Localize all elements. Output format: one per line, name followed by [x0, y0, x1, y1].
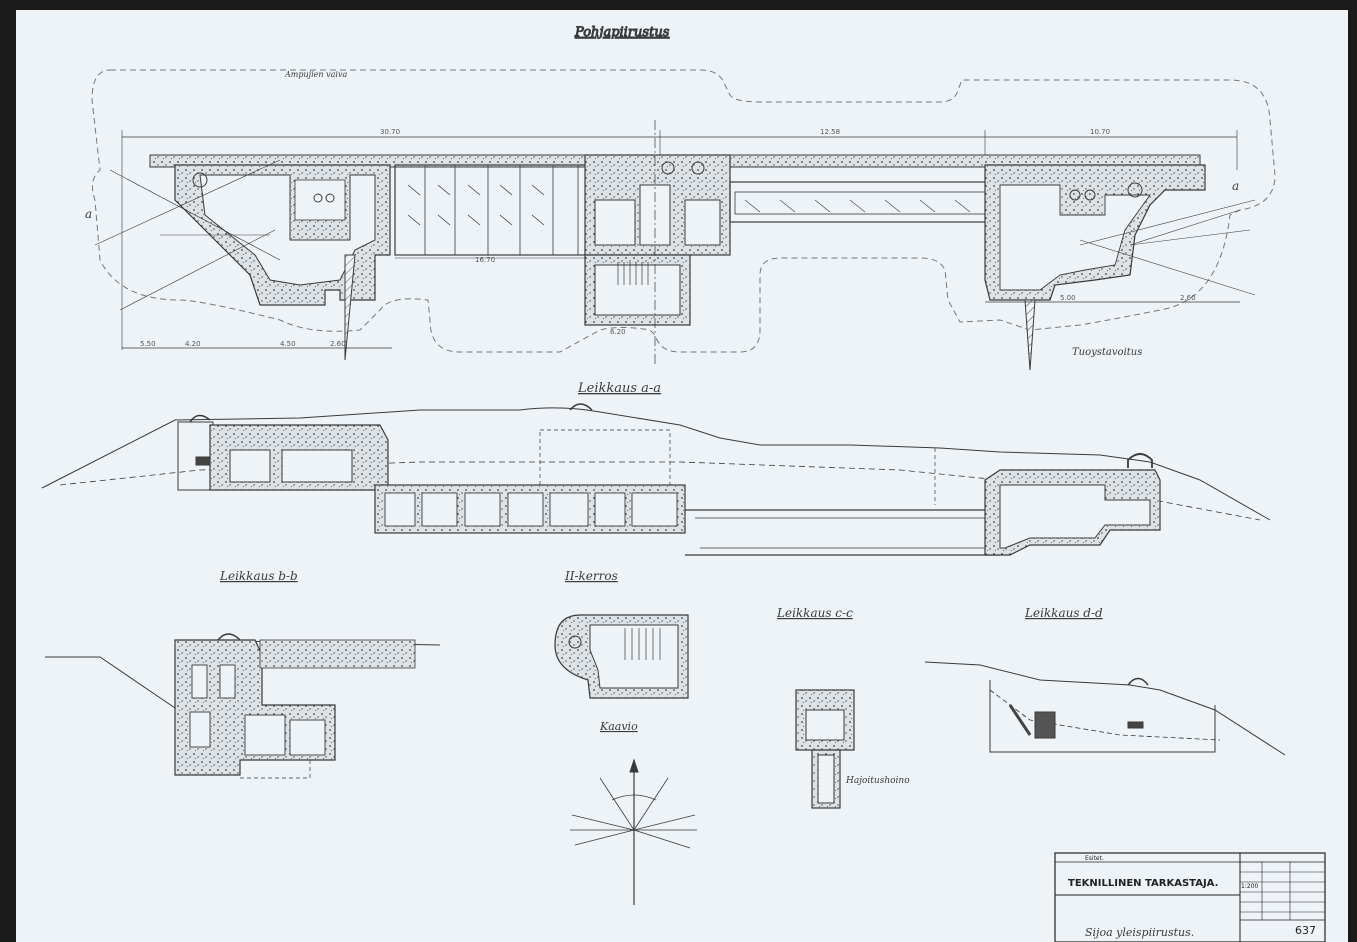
floor-ii: II-kerros	[554, 569, 689, 699]
title-block-scale: 1:200	[1241, 883, 1258, 890]
plan-firing-lines-right	[1079, 199, 1256, 296]
title-block-header: Esitet.	[1085, 855, 1104, 862]
title-block-number: 637	[1295, 924, 1316, 937]
section-aa-title: Leikkaus a-a	[577, 381, 661, 396]
dim-bottom-8: 16.70	[475, 256, 495, 264]
dim-bottom-1: 5.50	[140, 340, 156, 348]
dim-bottom-4: 2.60	[330, 340, 346, 348]
dim-bottom-7: 2.60	[1180, 294, 1196, 302]
earth-outline	[91, 69, 1276, 353]
title-block-description: Sijoa yleispiirustus.	[1085, 926, 1194, 939]
trench-label: Tuoystavoitus	[1072, 347, 1142, 358]
svg-text:a: a	[85, 207, 92, 221]
title-block-authority: TEKNILLINEN TARKASTAJA.	[1068, 878, 1218, 889]
svg-text:a: a	[1232, 179, 1239, 193]
plan-firing-lines-left	[94, 159, 281, 311]
dim-top-2: 12.58	[820, 128, 840, 136]
title-block: Esitet. TEKNILLINEN TARKASTAJA. 1:200 63…	[1054, 852, 1326, 942]
dim-top-1: 30.70	[380, 128, 400, 136]
section-aa-ground	[41, 407, 1271, 521]
section-dd: Leikkaus d-d	[924, 606, 1286, 756]
vent-label: Hajoitushoino	[845, 776, 910, 786]
fire-diagram-title: Kaavio	[599, 720, 638, 733]
plan-view: Pohjapiirustus Ampujien vaiva 30.70 12.5…	[85, 25, 1276, 371]
section-bb-title: Leikkaus b-b	[219, 569, 298, 583]
dim-bottom-6: 5.00	[1060, 294, 1076, 302]
dim-bottom-3: 4.50	[280, 340, 296, 348]
plan-left-casemate-inner	[199, 174, 376, 286]
plan-title: Pohjapiirustus	[574, 25, 670, 40]
dim-bottom-2: 4.20	[185, 340, 201, 348]
section-cc: Leikkaus c-c Hajoitushoino	[776, 606, 910, 809]
section-dd-title: Leikkaus d-d	[1024, 606, 1103, 620]
outline-label: Ampujien vaiva	[284, 70, 347, 79]
section-bb: Leikkaus b-b	[45, 569, 441, 779]
section-aa: Leikkaus a-a	[41, 381, 1271, 556]
dim-bottom-5: 6.20	[610, 328, 626, 336]
plan-room-partitions	[407, 165, 579, 255]
fire-diagram: Kaavio	[570, 720, 697, 905]
section-dd-bunker	[989, 680, 1216, 753]
section-cc-title: Leikkaus c-c	[776, 606, 853, 620]
floor-ii-title: II-kerros	[564, 569, 618, 583]
dim-top-3: 10.70	[1090, 128, 1110, 136]
